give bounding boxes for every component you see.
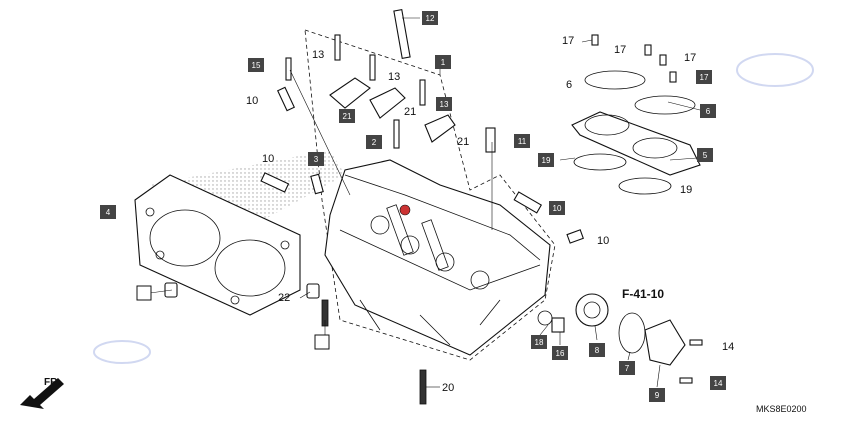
svg-text:11: 11	[518, 137, 527, 146]
callout-2: 2	[366, 135, 382, 149]
svg-text:3: 3	[314, 155, 319, 164]
label-21b: 21	[457, 136, 469, 148]
cylinder-head	[324, 159, 551, 356]
callout-8: 8	[589, 343, 605, 357]
camshaft-holders	[329, 77, 456, 143]
callout-blank-1	[136, 285, 152, 301]
label-10a: 10	[246, 95, 258, 107]
label-17a: 17	[562, 35, 574, 47]
sensor-part	[485, 127, 496, 153]
callout-13: 13	[436, 97, 452, 111]
callout-12: 12	[422, 11, 438, 25]
boxed-callouts: 12 15 1 13 21 2 3 11 17 6 5 19 4 10 18 1…	[100, 11, 726, 402]
label-17b: 17	[614, 44, 626, 56]
svg-text:7: 7	[625, 364, 630, 373]
callout-4: 4	[100, 205, 116, 219]
svg-text:15: 15	[252, 61, 261, 70]
callout-17: 17	[696, 70, 712, 84]
section-reference: F-41-10	[622, 287, 664, 301]
watermark-logo	[93, 53, 814, 364]
diagram-code: MKS8E0200	[756, 404, 807, 414]
plain-callouts: 13 13 10 21 21 10 17 17 17 6 19 10 22 20…	[246, 35, 734, 394]
intake-insulators	[571, 70, 701, 195]
callout-21: 21	[339, 109, 355, 123]
svg-text:4: 4	[106, 208, 111, 217]
callout-16: 16	[552, 346, 568, 360]
svg-text:5: 5	[703, 151, 708, 160]
callout-19: 19	[538, 153, 554, 167]
callout-5: 5	[697, 148, 713, 162]
callout-6: 6	[700, 104, 716, 118]
svg-text:9: 9	[655, 391, 660, 400]
front-label: FR.	[44, 377, 60, 388]
head-gasket	[134, 174, 301, 316]
callout-10: 10	[549, 201, 565, 215]
thermostat-assembly	[537, 293, 686, 366]
callout-3: 3	[308, 152, 324, 166]
svg-text:2: 2	[372, 138, 377, 147]
label-10b: 10	[262, 153, 274, 165]
label-17c: 17	[684, 52, 696, 64]
callout-7: 7	[619, 361, 635, 375]
label-21a: 21	[404, 106, 416, 118]
svg-text:8: 8	[595, 346, 600, 355]
svg-text:18: 18	[535, 338, 544, 347]
label-10c: 10	[597, 235, 609, 247]
svg-text:10: 10	[553, 204, 562, 213]
svg-text:13: 13	[440, 100, 449, 109]
label-22: 22	[278, 292, 290, 304]
leader-lines	[149, 17, 701, 388]
svg-text:6: 6	[706, 107, 711, 116]
svg-text:16: 16	[556, 349, 565, 358]
callout-18: 18	[531, 335, 547, 349]
callout-14: 14	[710, 376, 726, 390]
label-19: 19	[680, 184, 692, 196]
svg-text:14: 14	[714, 379, 723, 388]
callout-9: 9	[649, 388, 665, 402]
svg-text:1: 1	[441, 58, 446, 67]
spark-plugs	[260, 86, 584, 244]
front-direction-arrow: FR.	[20, 377, 64, 409]
label-20: 20	[442, 382, 454, 394]
callout-11: 11	[514, 134, 530, 148]
callout-blank-2	[314, 334, 330, 350]
svg-text:12: 12	[426, 14, 435, 23]
svg-text:17: 17	[700, 73, 709, 82]
bolts	[164, 9, 703, 405]
label-13a: 13	[312, 49, 324, 61]
svg-text:19: 19	[542, 156, 551, 165]
label-6: 6	[566, 79, 572, 91]
svg-text:21: 21	[343, 112, 352, 121]
label-14: 14	[722, 341, 734, 353]
callout-15: 15	[248, 58, 264, 72]
callout-1: 1	[435, 55, 451, 69]
label-13b: 13	[388, 71, 400, 83]
